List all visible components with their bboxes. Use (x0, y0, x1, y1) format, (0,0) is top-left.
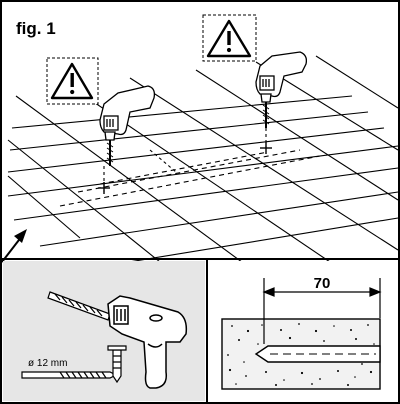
drill-bit-icon (21, 371, 118, 379)
direction-arrow (1, 229, 27, 263)
drill-bit-icon (47, 291, 111, 321)
figure-label: fig. 1 (16, 19, 56, 38)
power-drill-icon (107, 295, 188, 389)
drill-diameter-label: ø 12 mm (28, 358, 67, 369)
wall-plug-icon (107, 345, 127, 384)
depth-panel: 70 (209, 261, 397, 401)
power-drill-icon (255, 51, 308, 128)
depth-value: 70 (314, 275, 331, 292)
power-drill-icon (99, 85, 156, 166)
depth-dimension (262, 278, 382, 344)
warning-triangle-icon (46, 57, 99, 105)
drilled-hole (254, 345, 381, 363)
drill-panel: ø 12 mm (3, 261, 205, 401)
warning-triangle-icon (202, 14, 257, 62)
hole-marks (98, 142, 272, 194)
